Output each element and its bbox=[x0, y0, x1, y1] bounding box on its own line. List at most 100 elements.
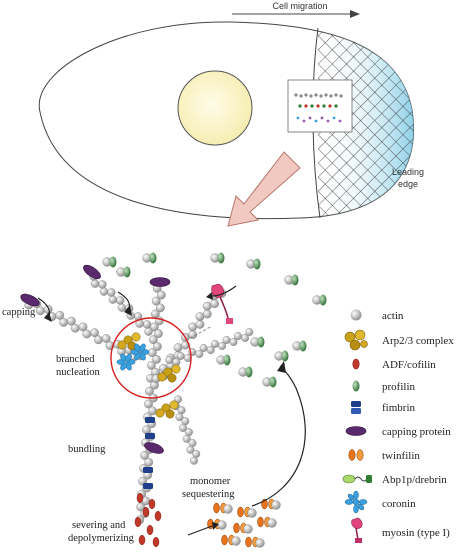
actin-subunit bbox=[142, 320, 152, 329]
monomer-sequestering-label-line2: sequestering bbox=[182, 489, 235, 500]
actin-subunit bbox=[177, 406, 186, 415]
actin-monomer bbox=[271, 500, 281, 510]
fimbrin-crosslink bbox=[143, 483, 153, 489]
actin-monomer bbox=[267, 518, 277, 528]
svg-text:coronin: coronin bbox=[382, 498, 416, 510]
filament-upper-left-branch bbox=[89, 272, 153, 336]
actin-subunit bbox=[98, 280, 107, 289]
actin-monomer bbox=[231, 536, 241, 546]
actin-subunit bbox=[90, 279, 100, 288]
actin-subunit bbox=[156, 303, 165, 313]
svg-text:Abp1p/drebrin: Abp1p/drebrin bbox=[382, 474, 447, 486]
arp23-complex bbox=[157, 372, 167, 382]
mini-actin bbox=[334, 93, 338, 97]
actin-monomer bbox=[255, 538, 265, 548]
highlight-circle bbox=[110, 317, 192, 399]
actin-subunit bbox=[195, 312, 205, 321]
profilin-monomer bbox=[245, 366, 253, 378]
filament-main-trunk bbox=[135, 277, 167, 525]
actin-subunit bbox=[148, 335, 158, 345]
svg-text:capping protein: capping protein bbox=[382, 426, 451, 438]
arp23-complex bbox=[165, 409, 175, 419]
cofilin bbox=[152, 536, 160, 548]
arp23-complex bbox=[131, 332, 141, 342]
svg-text:ADF/cofilin: ADF/cofilin bbox=[382, 359, 436, 371]
mini-actin bbox=[294, 93, 298, 97]
cofilin bbox=[142, 506, 150, 518]
legend-item-coronin: coronin bbox=[344, 490, 416, 514]
profilin-monomer bbox=[217, 252, 225, 264]
profilin-monomer bbox=[149, 252, 157, 264]
mini-actin bbox=[309, 94, 313, 98]
mini-protein bbox=[334, 104, 338, 108]
mini-protein bbox=[296, 116, 300, 120]
capping-protein bbox=[83, 264, 101, 280]
actin-subunit bbox=[202, 309, 212, 319]
fimbrin-crosslink bbox=[145, 417, 155, 423]
actin-subunit bbox=[145, 386, 154, 396]
cofilin bbox=[148, 498, 156, 510]
actin-subunit bbox=[36, 306, 45, 316]
actin-subunit bbox=[140, 451, 149, 460]
actin-subunit bbox=[190, 456, 198, 465]
legend-item-myosin: myosin (type I) bbox=[351, 517, 450, 543]
legend-item-profilin: profilin bbox=[352, 380, 415, 393]
branched-nucleation-label-line1: branched bbox=[56, 354, 95, 365]
arp23-icon bbox=[344, 329, 368, 351]
actin-subunit bbox=[179, 423, 188, 432]
profilin-monomer bbox=[223, 354, 231, 366]
capping-protein bbox=[20, 293, 40, 307]
process-labels: capping branched nucleation bundling mon… bbox=[2, 307, 235, 544]
mini-protein bbox=[302, 119, 306, 123]
abp1p-icon bbox=[342, 474, 372, 484]
coronin bbox=[125, 353, 132, 362]
mini-protein bbox=[338, 119, 342, 123]
actin-subunit bbox=[195, 350, 204, 358]
actin-subunit bbox=[153, 342, 162, 351]
actin-subunit bbox=[211, 340, 219, 348]
actin-subunit bbox=[67, 316, 76, 326]
actin-subunit bbox=[108, 295, 117, 304]
actin-subunit bbox=[117, 303, 126, 312]
actin-subunit bbox=[116, 296, 125, 305]
mini-protein bbox=[322, 104, 326, 108]
fimbrin-crosslink bbox=[145, 433, 155, 439]
coronin bbox=[139, 343, 146, 352]
actin-subunit bbox=[99, 287, 109, 296]
myosin-movement bbox=[189, 325, 213, 339]
migration-label: Cell migration bbox=[272, 1, 327, 11]
actin-subunit bbox=[222, 336, 231, 344]
actin-subunit bbox=[181, 417, 190, 426]
mini-actin bbox=[319, 94, 323, 98]
actin-subunit bbox=[182, 434, 191, 443]
profilin-icon bbox=[352, 380, 360, 392]
cofilin bbox=[154, 510, 162, 522]
actin-subunit bbox=[82, 329, 92, 339]
profilin-monomer bbox=[291, 274, 299, 286]
mini-actin bbox=[304, 93, 308, 97]
actin-subunit bbox=[199, 344, 208, 352]
twinfilin bbox=[257, 516, 264, 528]
cofilin bbox=[134, 516, 142, 528]
cofilin bbox=[136, 492, 144, 504]
mini-protein bbox=[326, 119, 330, 123]
cell-overview: Cell migration Leading edge bbox=[38, 1, 424, 227]
flow-arrowheads bbox=[44, 292, 286, 530]
coronin-icon bbox=[344, 490, 368, 514]
actin-icon bbox=[350, 309, 362, 321]
legend-item-cofilin: ADF/cofilin bbox=[352, 358, 436, 371]
svg-text:twinfilin: twinfilin bbox=[382, 450, 420, 462]
actin-subunit bbox=[188, 439, 197, 447]
mini-protein bbox=[304, 104, 308, 108]
legend-item-arp23: Arp2/3 complex bbox=[344, 329, 454, 351]
myosin-tail-end bbox=[226, 318, 233, 324]
leading-edge-label-line1: Leading bbox=[392, 167, 424, 177]
binding-proteins bbox=[20, 252, 327, 548]
profilin-monomer bbox=[253, 258, 261, 270]
actin-subunit bbox=[245, 328, 254, 336]
mini-protein bbox=[320, 116, 324, 120]
svg-text:fimbrin: fimbrin bbox=[382, 402, 415, 414]
actin-filament-network bbox=[20, 272, 254, 525]
capping-protein bbox=[149, 277, 171, 287]
mini-protein bbox=[314, 119, 318, 123]
